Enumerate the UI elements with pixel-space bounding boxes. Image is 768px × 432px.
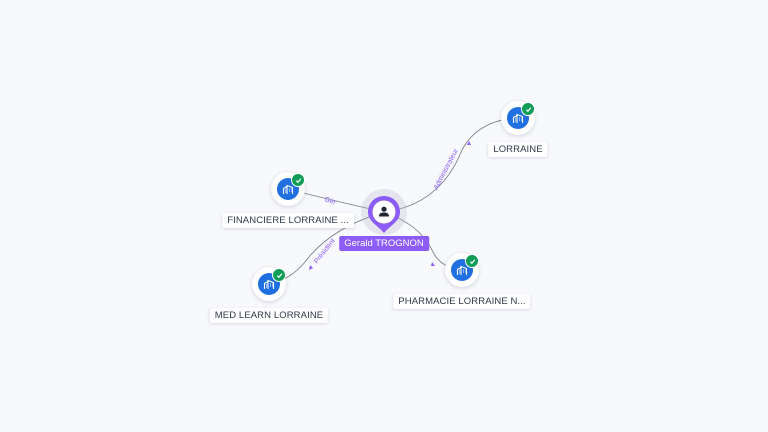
- company-label-pharmacie[interactable]: PHARMACIE LORRAINE N...: [393, 294, 531, 309]
- person-node[interactable]: Gerald TROGNON: [339, 189, 429, 251]
- company-node-pharmacie[interactable]: PHARMACIE LORRAINE N...: [393, 253, 531, 309]
- edge-arrow: [309, 265, 313, 270]
- edge-arrow: [431, 262, 435, 266]
- verified-check-icon: [521, 102, 535, 116]
- company-node-medlearn[interactable]: MED LEARN LORRAINE: [209, 267, 329, 323]
- verified-check-icon: [272, 268, 286, 282]
- edge-label-lorraine: Administrateur: [433, 147, 461, 191]
- company-node-lorraine[interactable]: LORRAINE: [488, 101, 548, 157]
- person-pin-icon: [368, 196, 400, 233]
- edge-lorraine: [383, 117, 519, 213]
- verified-check-icon: [291, 173, 305, 187]
- person-icon: [379, 206, 389, 217]
- edge-arrow: [467, 141, 471, 145]
- company-label-lorraine[interactable]: LORRAINE: [488, 142, 548, 157]
- verified-check-icon: [465, 254, 479, 268]
- company-node-financiere[interactable]: FINANCIERE LORRAINE ...: [222, 172, 354, 228]
- edge-label-financiere: Gér: [323, 196, 337, 206]
- person-name-label[interactable]: Gerald TROGNON: [339, 236, 429, 251]
- company-label-medlearn[interactable]: MED LEARN LORRAINE: [209, 308, 329, 323]
- company-label-financiere[interactable]: FINANCIERE LORRAINE ...: [222, 213, 354, 228]
